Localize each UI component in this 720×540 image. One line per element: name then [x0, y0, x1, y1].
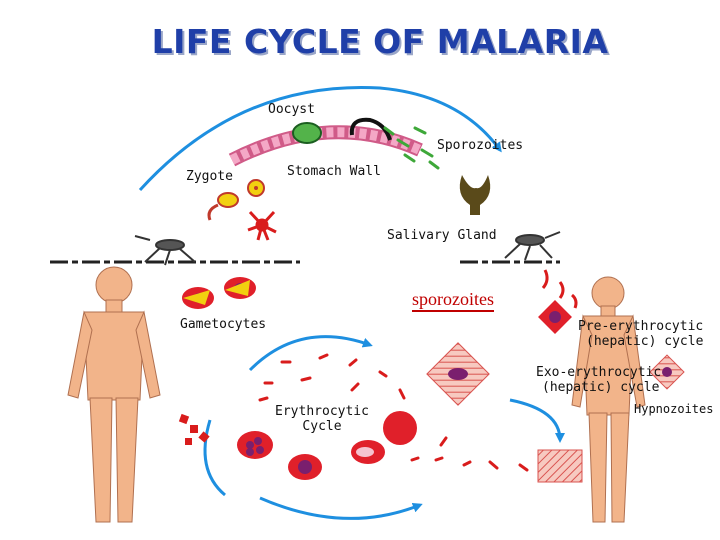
arrow-right-down: [509, 398, 565, 443]
cycle-arrows: [138, 85, 565, 520]
label-exo-erythrocytic: Exo-erythrocytic (hepatic) cycle: [536, 365, 662, 396]
mosquito-icon-left: [134, 235, 196, 266]
oocyst-hook: [349, 117, 392, 141]
label-sporozoites-red: sporozoites: [412, 289, 494, 312]
mosquito-icon-right: [504, 231, 561, 261]
liver-cells: [426, 300, 685, 483]
human-figure-right: [571, 276, 646, 523]
label-pre-erythrocytic-line2: (hepatic) cycle: [586, 333, 704, 349]
merozoite-dashes: [258, 353, 529, 472]
label-erythrocytic-cycle: Erythrocytic Cycle: [272, 404, 372, 435]
label-stomach-wall: Stomach Wall: [287, 164, 381, 179]
erythrocytes: [178, 411, 417, 480]
label-hypnozoites: Hypnozoites: [634, 402, 714, 416]
human-figure-left: [67, 266, 161, 523]
label-exo-erythrocytic-line1: Exo-erythrocytic: [536, 365, 662, 380]
sporozoite-injection: [541, 269, 578, 309]
label-salivary-gland: Salivary Gland: [387, 228, 497, 243]
page-title: LIFE CYCLE OF MALARIA: [151, 22, 609, 61]
sporozoite-dashes: [383, 126, 440, 170]
microgamete-icon: [247, 210, 277, 241]
label-sporozoites-top: Sporozoites: [437, 138, 524, 153]
label-pre-erythrocytic: Pre-erythrocytic (hepatic) cycle: [578, 319, 704, 350]
label-zygote: Zygote: [186, 169, 233, 184]
salivary-gland-icon: [459, 175, 491, 215]
label-exo-erythrocytic-line2: (hepatic) cycle: [542, 379, 660, 395]
stomach-wall: [228, 117, 423, 167]
oocyst-cell: [292, 122, 322, 144]
arrow-bottom: [259, 496, 423, 520]
label-erythrocytic-line1: Erythrocytic: [275, 404, 369, 419]
ruptured-cell: [178, 413, 210, 445]
arrow-left-down: [203, 419, 226, 497]
label-oocyst: Oocyst: [268, 102, 315, 117]
arrow-top: [138, 85, 502, 192]
label-pre-erythrocytic-line1: Pre-erythrocytic: [578, 319, 704, 334]
gametocyte-cells: [182, 277, 256, 309]
arrow-blood-top: [248, 335, 373, 372]
label-erythrocytic-line2: Cycle: [302, 418, 342, 434]
zygote-cells: [207, 179, 277, 241]
label-gametocytes: Gametocytes: [180, 317, 267, 332]
